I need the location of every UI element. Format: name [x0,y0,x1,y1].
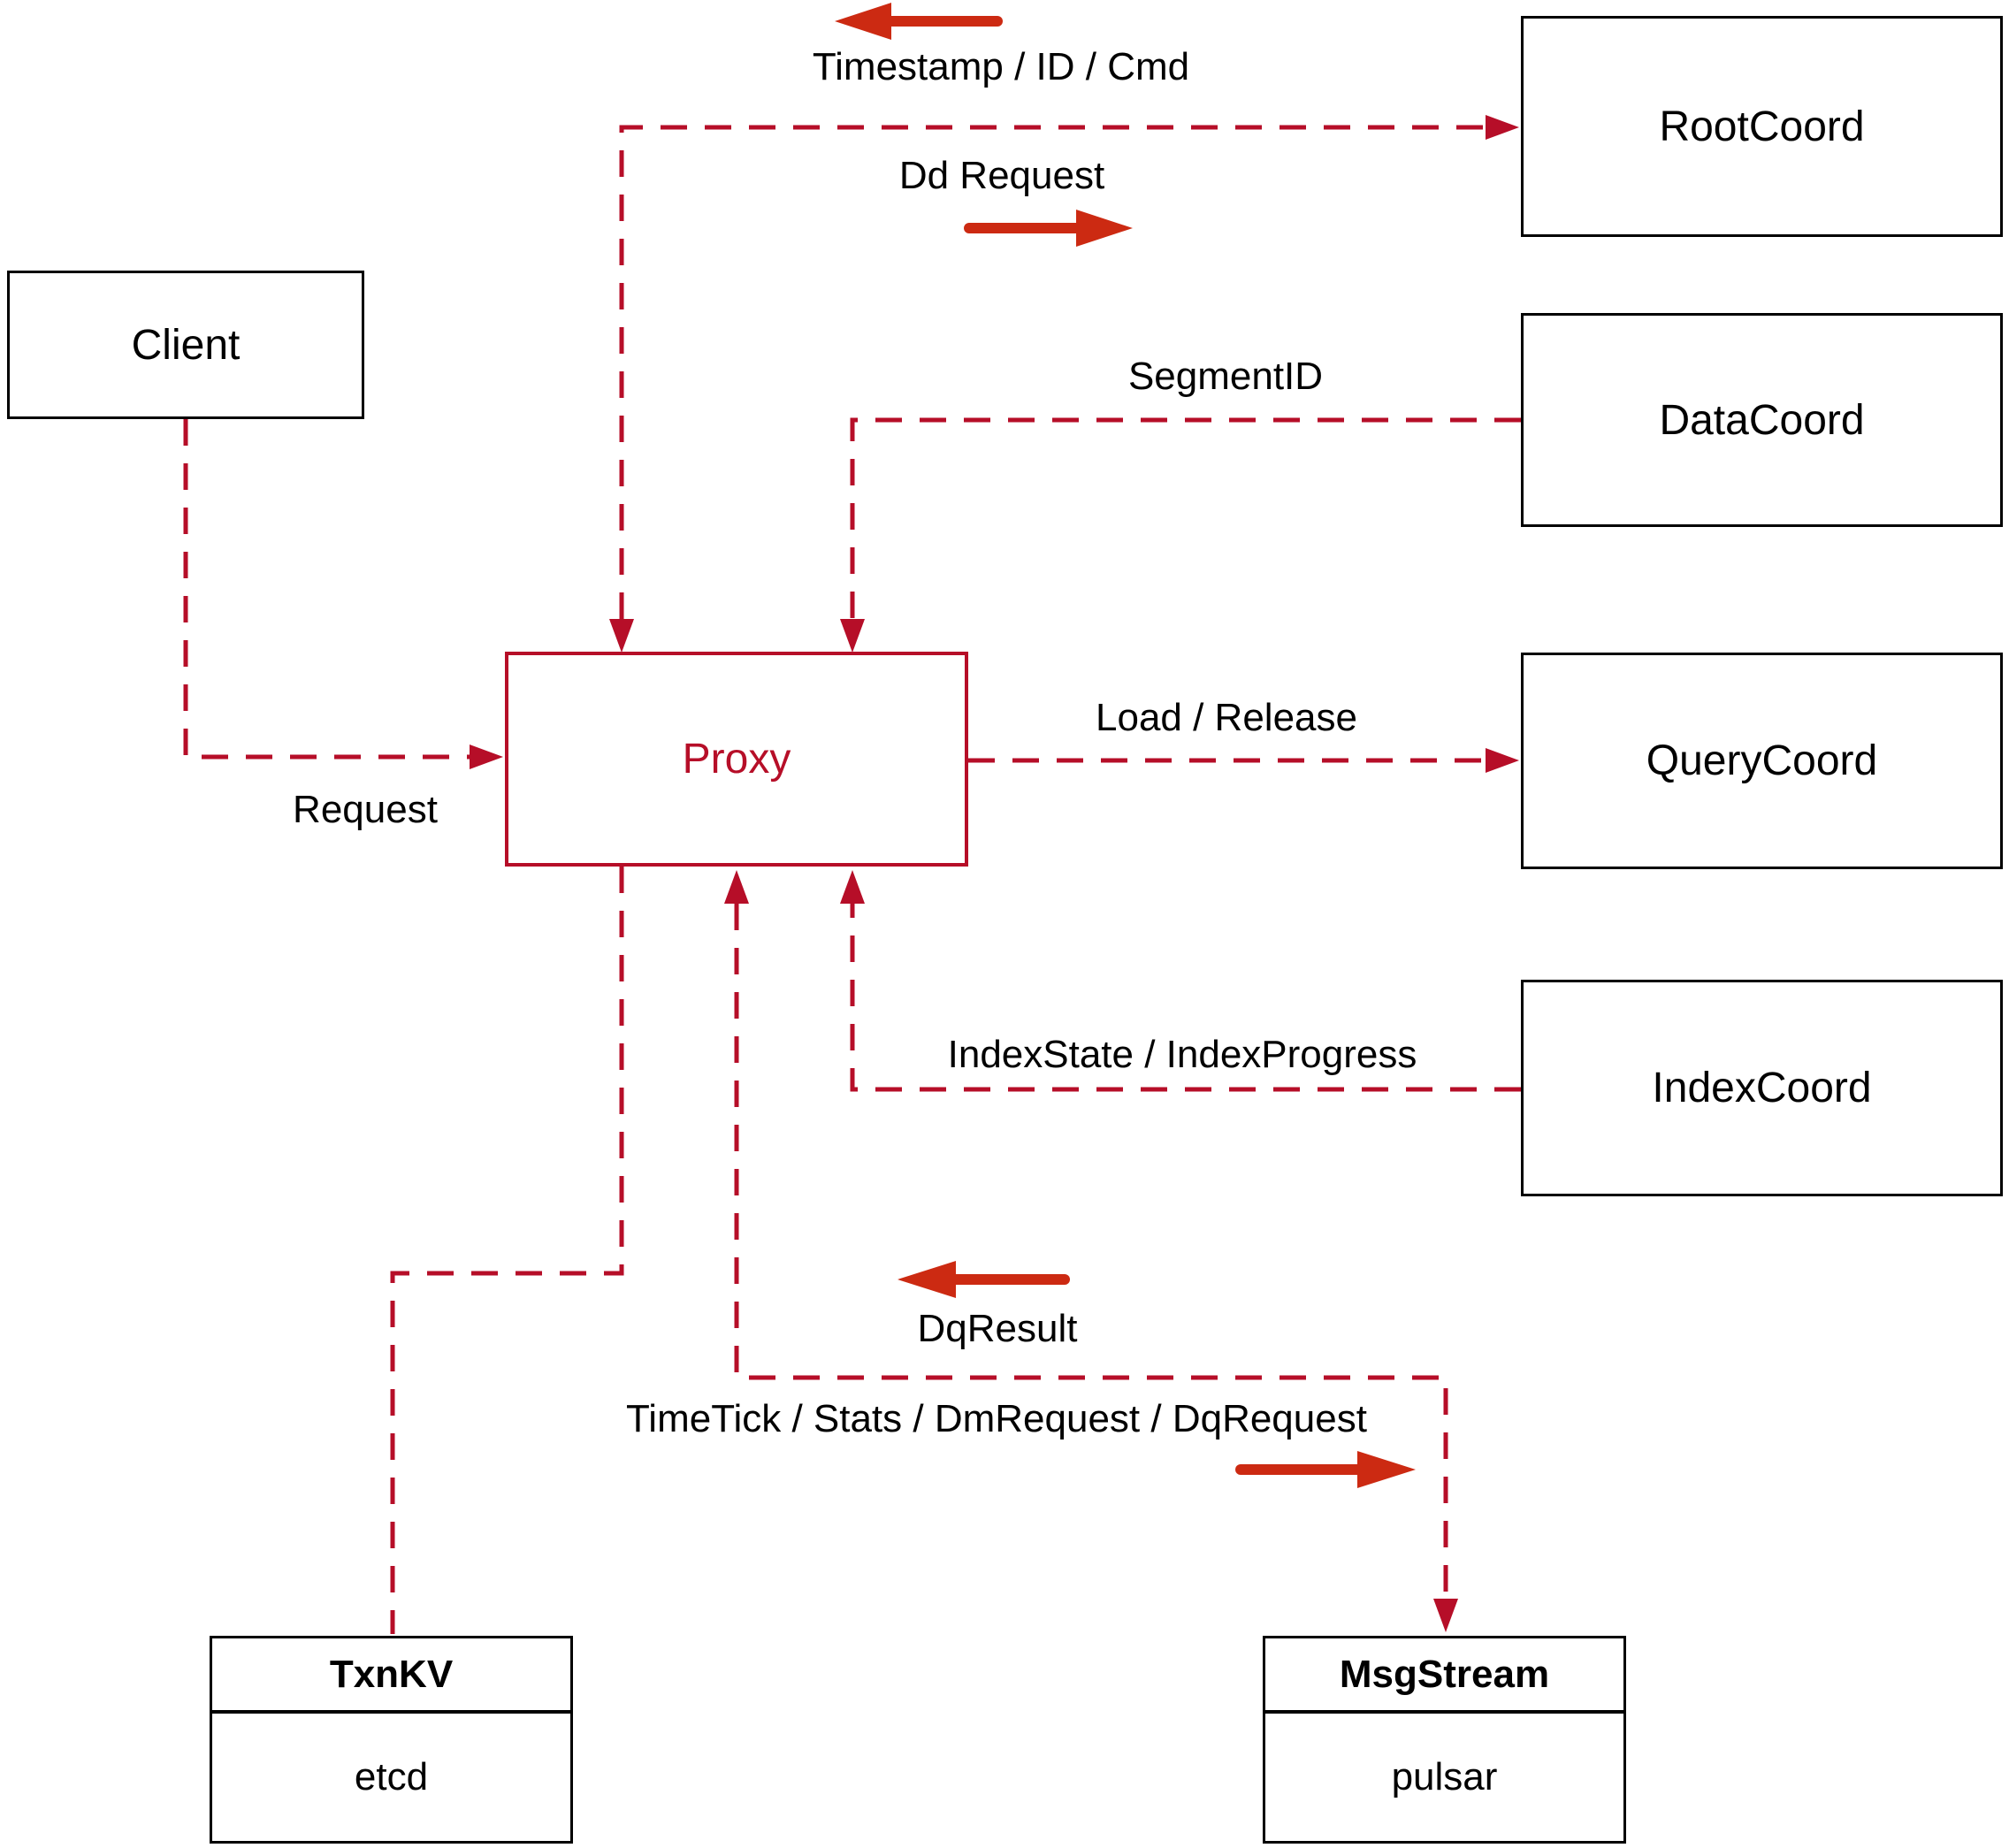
node-label: RootCoord [1659,103,1865,150]
edge-label-timetick-stats: TimeTick / Stats / DmRequest / DqRequest [626,1397,1367,1440]
arrowhead-into-proxy-top-right [840,619,865,653]
arrowhead-into-proxy-bottom-right [840,870,865,904]
txnkv-title: TxnKV [212,1638,570,1714]
direction-arrow-dd-request [964,210,1133,247]
node-msgstream: MsgStream pulsar [1263,1636,1626,1844]
node-indexcoord: IndexCoord [1521,980,2003,1196]
node-label: Proxy [682,736,791,783]
direction-arrow-dqresult [898,1261,1070,1298]
edge-label-segmentid: SegmentID [1127,355,1324,398]
edge-client-proxy [183,419,503,769]
edge-label-timestamp-id-cmd: Timestamp / ID / Cmd [812,45,1190,88]
direction-arrow-timetick [1235,1451,1416,1488]
edge-datacoord-proxy [840,417,1521,653]
node-rootcoord: RootCoord [1521,16,2003,237]
msgstream-subtitle: pulsar [1391,1755,1498,1798]
edge-label-load-release: Load / Release [1096,696,1357,739]
arrowhead-into-proxy-left [470,745,503,769]
edge-proxy-msgstream [724,870,1458,1632]
arrowhead-into-proxy-top-left [609,619,634,653]
node-label: IndexCoord [1652,1065,1872,1111]
node-client: Client [7,271,364,419]
node-datacoord: DataCoord [1521,313,2003,527]
edge-proxy-txnkv [390,867,624,1634]
arrowhead-into-proxy-bottom-left [724,870,749,904]
arrowhead-into-msgstream [1433,1599,1458,1632]
node-txnkv: TxnKV etcd [210,1636,573,1844]
node-label: DataCoord [1659,396,1865,444]
arrowhead-into-rootcoord [1486,115,1519,140]
direction-arrow-timestamp [835,3,1003,40]
node-querycoord: QueryCoord [1521,653,2003,869]
edge-label-dqresult: DqResult [917,1307,1078,1350]
edge-label-indexstate-indexprogress: IndexState / IndexProgress [947,1033,1417,1076]
edge-proxy-querycoord [968,748,1519,773]
node-label: Client [131,321,241,369]
arrowhead-into-querycoord [1486,748,1519,773]
edge-label-dd-request: Dd Request [898,154,1105,197]
txnkv-subtitle: etcd [354,1755,429,1798]
msgstream-title: MsgStream [1265,1638,1623,1714]
edge-label-request: Request [293,788,438,831]
node-proxy: Proxy [505,652,968,867]
node-label: QueryCoord [1646,737,1878,784]
